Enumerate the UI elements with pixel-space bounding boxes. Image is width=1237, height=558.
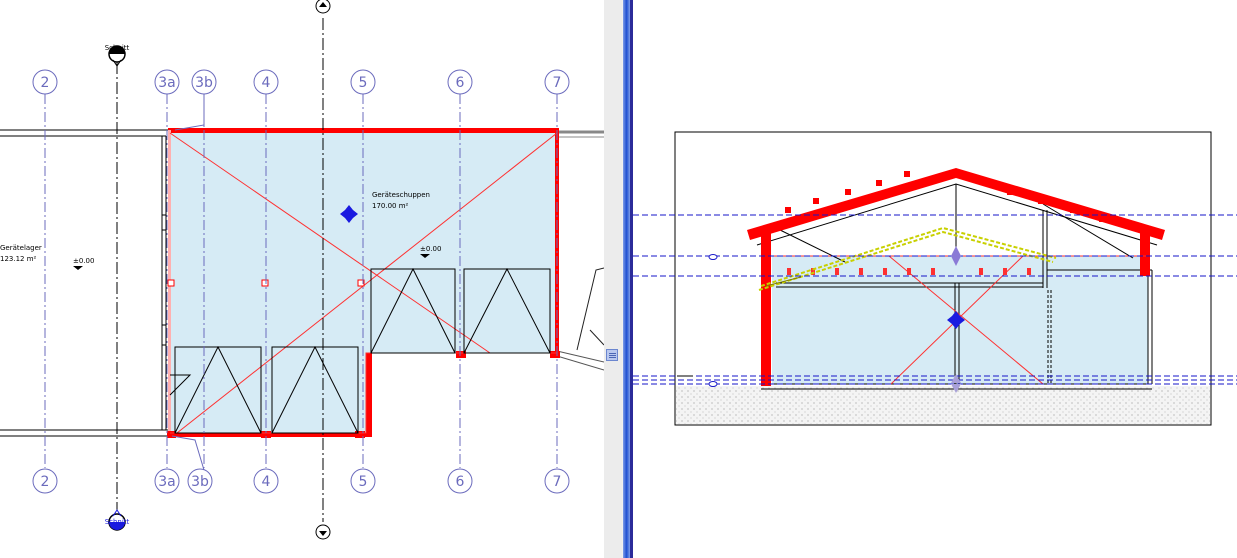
grid-label-top: 3a — [158, 75, 176, 91]
section-head-icon[interactable]: Schnitt — [105, 44, 130, 67]
pane-splitter[interactable] — [604, 0, 633, 558]
grid-bubbles-top[interactable] — [32, 69, 570, 95]
move-handle-icon[interactable] — [947, 311, 965, 329]
move-handle-icon[interactable] — [340, 205, 358, 223]
room-main-name[interactable]: Geräteschuppen — [372, 191, 430, 199]
room-main-area: 170.00 m² — [372, 202, 409, 210]
room-left-area: 123.12 m² — [0, 255, 37, 263]
grid-label-top: 6 — [456, 75, 465, 91]
grid-label-bottom: 3b — [191, 474, 209, 490]
section-marker-bottom: Schnitt — [105, 518, 130, 526]
section-marker-top: Schnitt — [105, 44, 130, 52]
grid-label-top: 4 — [262, 75, 271, 91]
grid-label-top: 3b — [195, 75, 213, 91]
level-lines[interactable] — [633, 214, 1237, 385]
room-main-fill-lower[interactable] — [170, 353, 366, 433]
level-head-icon[interactable] — [708, 254, 718, 387]
grid-lines[interactable] — [44, 94, 558, 468]
grid-bubbles-bottom[interactable] — [32, 468, 570, 494]
garage-doors[interactable] — [162, 214, 551, 434]
roof-selection[interactable] — [758, 226, 1057, 291]
room-left-level: ±0.00 — [73, 257, 94, 265]
level-symbol — [73, 266, 83, 270]
splitter-grip-icon[interactable] — [606, 349, 618, 361]
grid-label-top: 5 — [359, 75, 368, 91]
grid-label-bottom: 5 — [359, 474, 368, 490]
grid-label-bottom: 3a — [158, 474, 176, 490]
floor-plan-view[interactable]: 2 3a 3b 4 5 6 7 2 3a 3b 4 5 6 7 Schnitt … — [0, 0, 604, 558]
crop-region[interactable] — [674, 131, 1212, 426]
left-room-walls[interactable] — [0, 129, 170, 437]
section-head-icon[interactable]: Schnitt — [105, 509, 130, 531]
section-lines[interactable] — [116, 18, 324, 522]
grid-label-bottom: 6 — [456, 474, 465, 490]
room-main-level: ±0.00 — [420, 245, 441, 253]
grid-label-top: 7 — [553, 75, 562, 91]
elevation-marker-icon[interactable] — [315, 0, 331, 540]
section-view[interactable] — [633, 0, 1237, 558]
room-left-name[interactable]: Gerätelager — [0, 244, 42, 252]
column-markers — [167, 279, 365, 287]
grid-label-bottom: 7 — [553, 474, 562, 490]
shape-handle-icon[interactable] — [951, 246, 961, 393]
grid-label-bottom: 4 — [262, 474, 271, 490]
grid-label-top: 2 — [41, 75, 50, 91]
grid-label-bottom: 2 — [41, 474, 50, 490]
ground-fill — [676, 386, 1210, 424]
level-symbol — [420, 254, 430, 258]
